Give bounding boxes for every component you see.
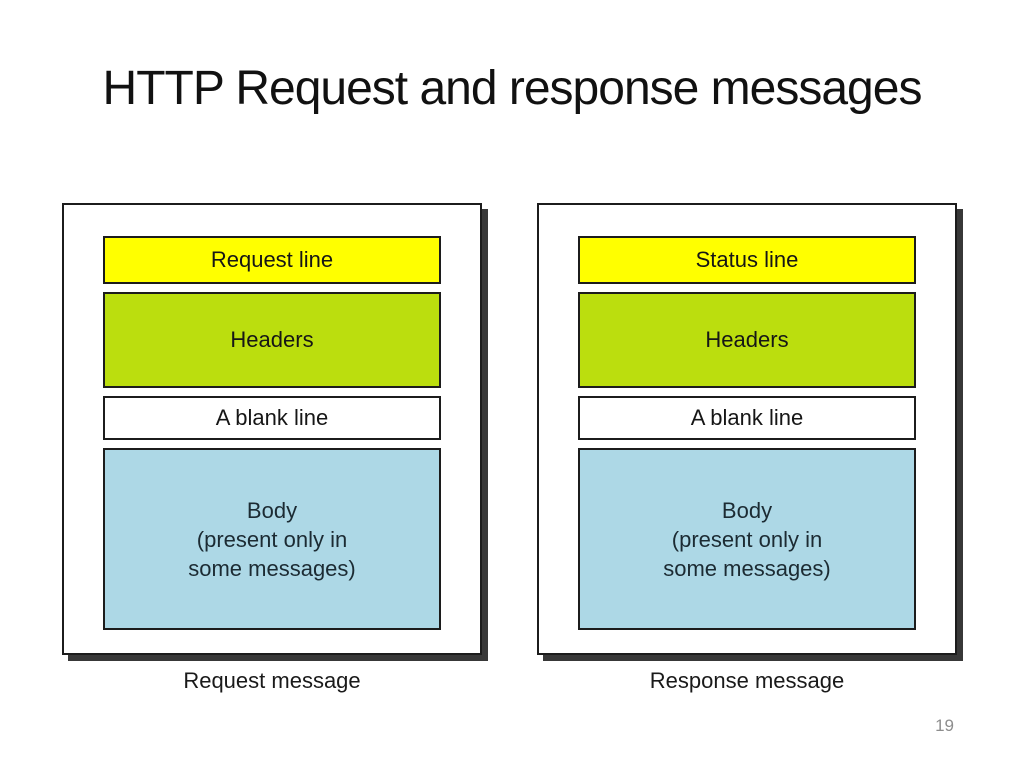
request-body-box: Body (present only in some messages) bbox=[103, 448, 441, 630]
response-body-line-1: Body bbox=[721, 497, 773, 523]
request-body-line-2: (present only in bbox=[196, 526, 348, 552]
request-headers-box: Headers bbox=[103, 292, 441, 388]
request-line-box: Request line bbox=[103, 236, 441, 284]
response-body-box: Body (present only in some messages) bbox=[578, 448, 916, 630]
response-body-line-3: some messages) bbox=[663, 555, 831, 581]
status-line-box: Status line bbox=[578, 236, 916, 284]
response-body-line-2: (present only in bbox=[671, 526, 823, 552]
page-number: 19 bbox=[935, 716, 954, 735]
request-line-label: Request line bbox=[210, 247, 334, 272]
response-message-outer-box: Status line Headers A blank line Body (p… bbox=[537, 203, 957, 655]
request-blank-line-box: A blank line bbox=[103, 396, 441, 440]
response-blank-line-box: A blank line bbox=[578, 396, 916, 440]
response-headers-box: Headers bbox=[578, 292, 916, 388]
response-message-caption: Response message bbox=[649, 668, 845, 693]
request-blank-line-label: A blank line bbox=[215, 405, 329, 430]
slide-title: HTTP Request and response messages bbox=[102, 62, 923, 115]
request-message-caption: Request message bbox=[183, 668, 361, 693]
response-blank-line-label: A blank line bbox=[690, 405, 804, 430]
request-message-diagram: Request line Headers A blank line Body (… bbox=[62, 203, 482, 694]
request-body-line-3: some messages) bbox=[188, 555, 356, 581]
response-message-diagram: Status line Headers A blank line Body (p… bbox=[537, 203, 957, 694]
request-headers-label: Headers bbox=[230, 327, 314, 352]
response-headers-label: Headers bbox=[705, 327, 789, 352]
request-message-outer-box: Request line Headers A blank line Body (… bbox=[62, 203, 482, 655]
status-line-label: Status line bbox=[695, 247, 799, 272]
request-body-line-1: Body bbox=[246, 497, 298, 523]
